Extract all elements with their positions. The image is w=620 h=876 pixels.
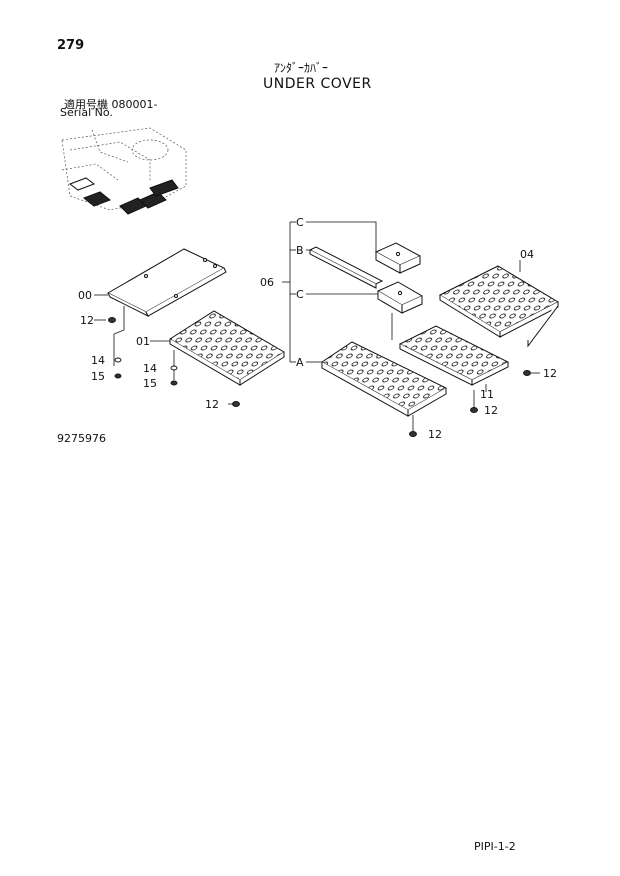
thumbnail-covers xyxy=(68,177,179,215)
document-number: 9275976 xyxy=(57,432,106,445)
bracket-a: A xyxy=(296,356,304,369)
callout-00: 00 xyxy=(78,289,92,302)
serial-label: Serial No. xyxy=(60,106,113,119)
perforated-cover-01 xyxy=(169,310,285,386)
leader-lines xyxy=(94,221,540,432)
assembly-06-plate-a xyxy=(321,341,448,417)
callout-14-b: 14 xyxy=(143,362,157,375)
perforated-cover-04 xyxy=(438,265,560,348)
serial-label-japanese: 適用号機 080001- xyxy=(64,98,158,111)
bracket-b: B xyxy=(296,244,304,257)
perforated-cover-11 xyxy=(398,325,510,386)
page-title: UNDER COVER xyxy=(263,76,372,92)
assembly-06-blocks-c xyxy=(374,242,424,314)
callout-12-a: 12 xyxy=(80,314,94,327)
callout-12-c: 12 xyxy=(543,367,557,380)
page-code: PIPI-1-2 xyxy=(474,840,516,853)
callout-12-b: 12 xyxy=(205,398,219,411)
bracket-c-bottom: C xyxy=(296,288,304,301)
title-japanese: ｱﾝﾀﾞｰｶﾊﾞｰ xyxy=(274,61,329,75)
callout-06: 06 xyxy=(260,276,274,289)
callout-01: 01 xyxy=(136,335,150,348)
callout-12-e: 12 xyxy=(428,428,442,441)
callout-11: 11 xyxy=(480,388,494,401)
callout-14-a: 14 xyxy=(91,354,105,367)
machine-thumbnail xyxy=(61,127,187,211)
callout-15-a: 15 xyxy=(91,370,105,383)
cover-plate-00 xyxy=(106,248,227,318)
callout-12-d: 12 xyxy=(484,404,498,417)
page-number: 279 xyxy=(57,38,85,53)
callout-15-b: 15 xyxy=(143,377,157,390)
bracket-c-top: C xyxy=(296,216,304,229)
bolts-and-washers xyxy=(108,317,531,437)
assembly-06-bar-b xyxy=(308,246,384,289)
callout-04: 04 xyxy=(520,248,534,261)
